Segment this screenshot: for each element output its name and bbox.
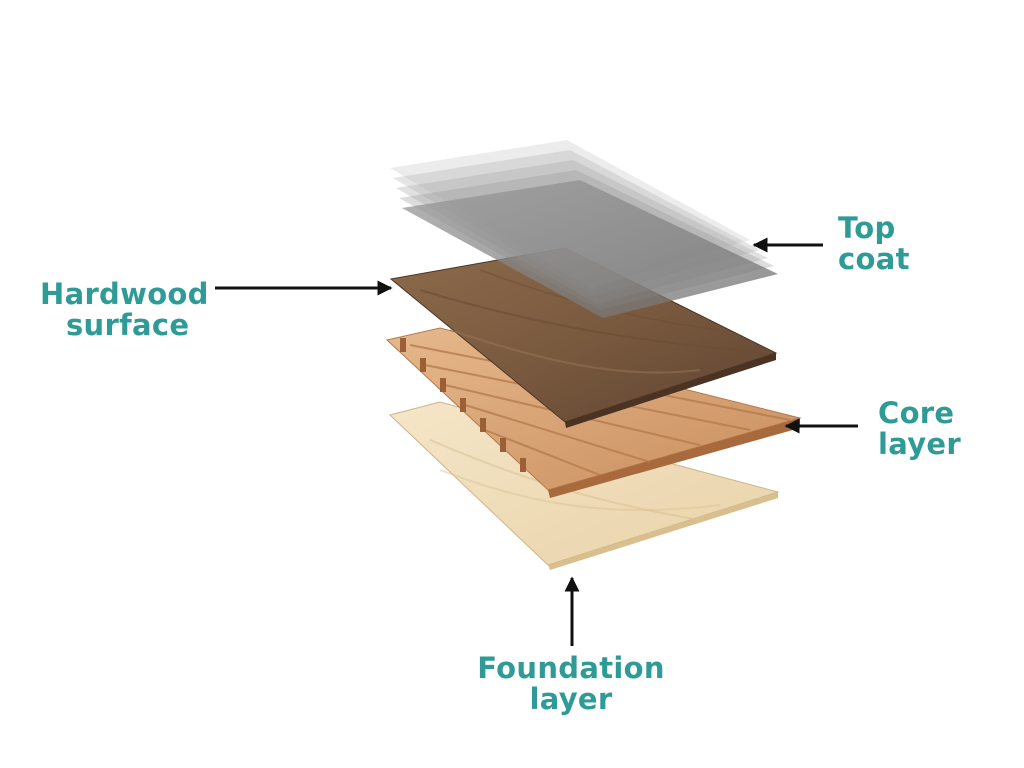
hardwood-surface-label-line2: surface xyxy=(66,308,190,342)
foundation-layer-label-line2: layer xyxy=(529,682,613,716)
foundation-layer-label-line1: Foundation xyxy=(477,651,665,685)
top-coat-label: Top coat xyxy=(838,213,910,275)
top-coat-label-line1: Top xyxy=(838,211,896,245)
hardwood-surface-label-line1: Hardwood xyxy=(40,277,209,311)
top-coat-sheets xyxy=(390,140,778,318)
core-layer-label: Core layer xyxy=(878,398,961,460)
foundation-layer-label: Foundation layer xyxy=(476,653,666,715)
core-layer-label-line1: Core xyxy=(878,396,955,430)
core-layer-label-line2: layer xyxy=(878,427,961,461)
hardwood-surface-label: Hardwood surface xyxy=(40,279,209,341)
top-coat-label-line2: coat xyxy=(838,242,910,276)
